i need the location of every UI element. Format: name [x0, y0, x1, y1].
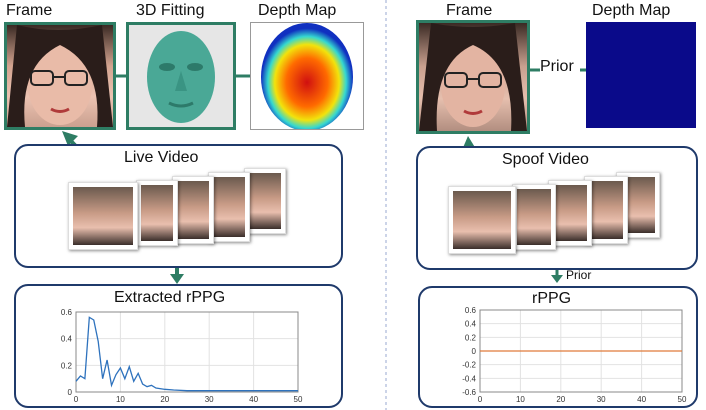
- x-tick-label: 20: [556, 395, 565, 404]
- live-video-frame-4: [208, 172, 250, 242]
- y-tick-label: 0.4: [465, 320, 477, 329]
- spoof-video-frame-1: [448, 186, 516, 254]
- y-tick-label: -0.6: [462, 388, 476, 397]
- y-tick-label: 0.2: [465, 333, 477, 342]
- right-depth-map: [586, 22, 696, 128]
- live-video-label: Live Video: [124, 149, 199, 166]
- series-line: [75, 316, 298, 392]
- live-video-frame-3: [172, 176, 214, 244]
- spoof-face-sketch: [419, 23, 527, 131]
- y-tick-label: -0.2: [462, 361, 476, 370]
- x-tick-label: 50: [678, 395, 687, 404]
- face-sketch: [7, 25, 113, 127]
- left-frame-label: Frame: [6, 2, 53, 19]
- y-tick-label: 0: [472, 347, 477, 356]
- right-depth-label: Depth Map: [592, 2, 671, 19]
- arrowhead-live-to-rppg: [170, 274, 184, 284]
- left-fitting-label: 3D Fitting: [136, 2, 205, 19]
- rppg-chart: 0 10 20 30 40 50 -0.6 -0.4 -0.2 0 0.2 0.4 0.6: [462, 306, 687, 404]
- live-video-frame-5: [244, 168, 286, 234]
- depth-heatmap: [251, 23, 363, 129]
- x-tick-label: 30: [597, 395, 606, 404]
- y-tick-label: 0.2: [61, 361, 73, 370]
- spoof-video-frame-2: [512, 184, 556, 250]
- rppg-title: rPPG: [532, 290, 572, 307]
- y-tick-label: 0.6: [61, 308, 73, 317]
- plot-frame: [75, 311, 299, 393]
- prior-small-label: Prior: [566, 268, 592, 282]
- extracted-rppg-box: [14, 284, 343, 408]
- arrowhead-spoof-to-rppg: [551, 275, 563, 283]
- extracted-rppg-title: Extracted rPPG: [114, 289, 226, 306]
- x-tick-label: 40: [249, 395, 258, 404]
- right-frame-label: Frame: [446, 2, 493, 19]
- arrowhead-live-to-frame: [62, 131, 78, 146]
- x-tick-label: 0: [478, 395, 483, 404]
- live-video-frame-2: [136, 180, 178, 246]
- x-tick-label: 0: [74, 395, 79, 404]
- x-tick-label: 20: [160, 395, 169, 404]
- y-tick-label: 0: [68, 388, 73, 397]
- x-tick-label: 10: [516, 395, 525, 404]
- x-tick-label: 10: [116, 395, 125, 404]
- prior-label: Prior: [540, 58, 574, 75]
- x-tick-label: 50: [294, 395, 303, 404]
- x-tick-label: 40: [637, 395, 646, 404]
- fitting-3d-image: [126, 22, 236, 130]
- spoof-frame-image: [416, 20, 530, 134]
- y-tick-label: 0.4: [61, 335, 73, 344]
- face-mesh: [147, 31, 215, 123]
- left-depth-map: [250, 22, 364, 130]
- y-tick-label: 0.6: [465, 306, 477, 315]
- left-depth-label: Depth Map: [258, 2, 337, 19]
- y-tick-label: -0.4: [462, 374, 476, 383]
- rppg-box: [418, 286, 698, 408]
- live-frame-image: [4, 22, 116, 130]
- spoof-video-label: Spoof Video: [502, 151, 589, 168]
- x-tick-label: 30: [205, 395, 214, 404]
- extracted-rppg-chart: 0 10 20 30 40 50 0 0.2 0.4 0.6: [61, 308, 303, 404]
- live-video-frame-1: [68, 182, 138, 250]
